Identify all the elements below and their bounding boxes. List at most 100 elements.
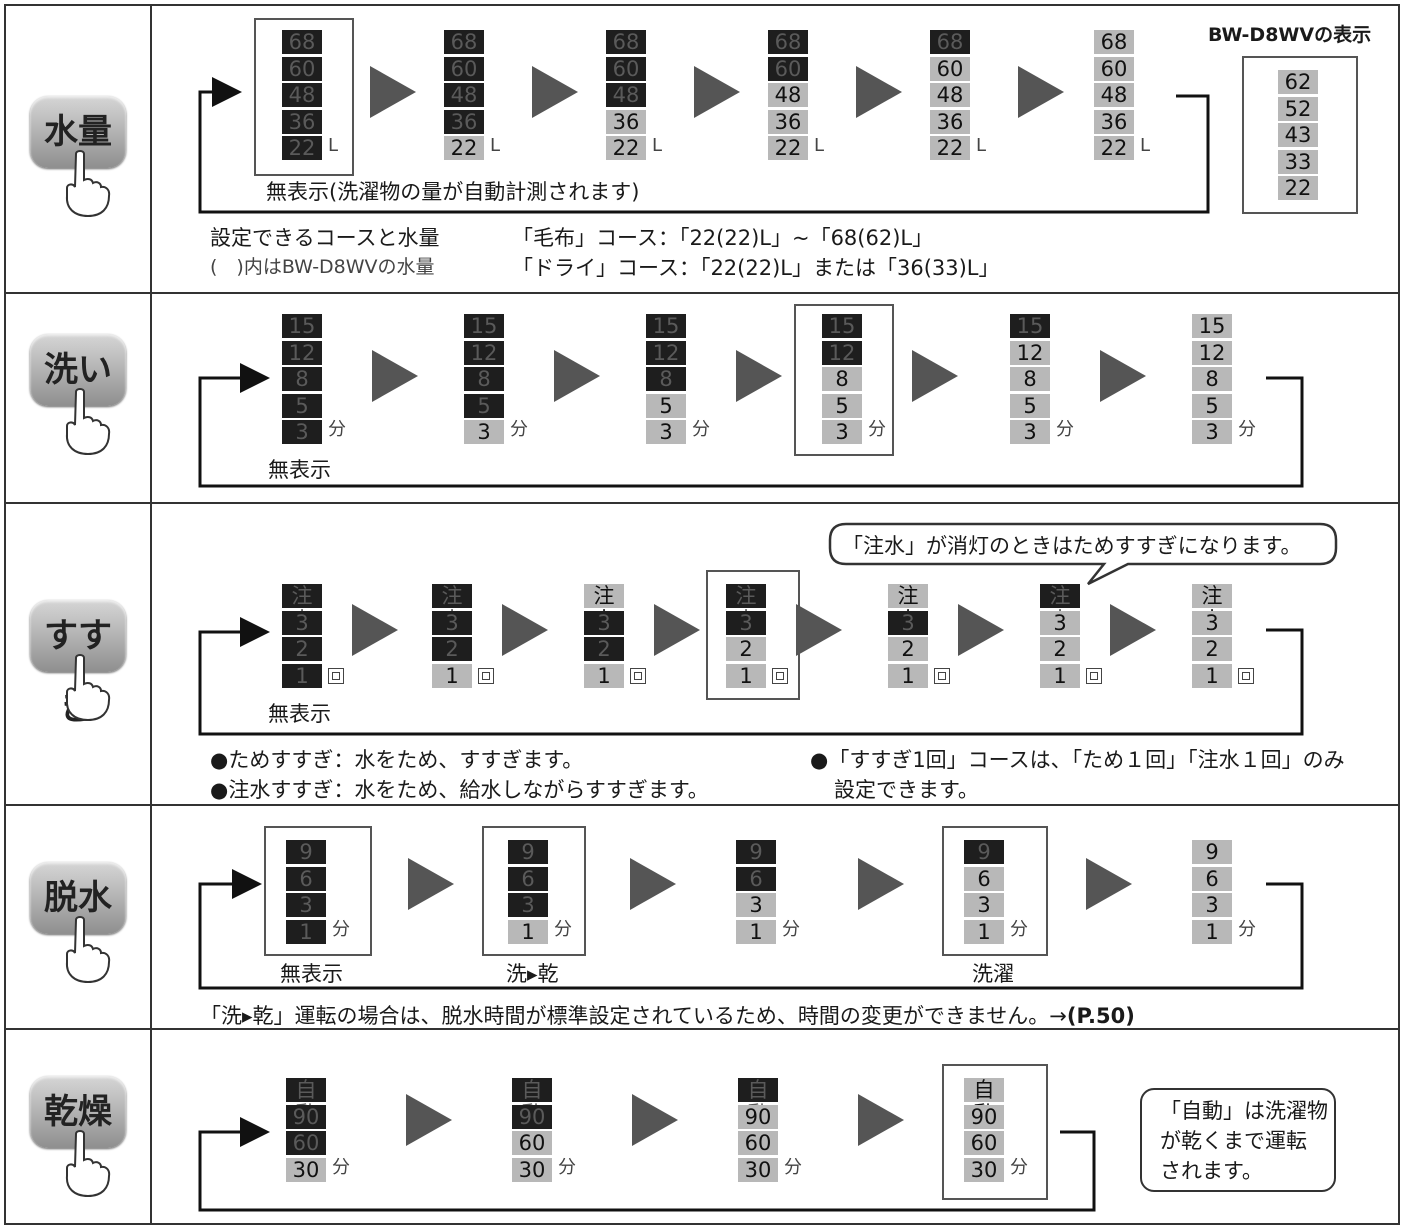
water-level-button[interactable]: 水量 [30, 96, 126, 168]
indicator-column: 注水321 [432, 584, 494, 690]
unit-label: 分 [1238, 419, 1256, 441]
indicator-cell: 1 [432, 663, 494, 688]
rinse-callout-text: 「注水」が消灯のときはためすすぎになります。 [842, 534, 1302, 558]
pointing-hand-icon [65, 1130, 111, 1198]
water-note-left-1: 設定できるコースと水量 [210, 226, 440, 250]
row-rinse [4, 504, 1400, 806]
next-arrow-icon [1110, 604, 1156, 656]
indicator-cell: 3 [286, 893, 326, 918]
highlight-box [942, 1064, 1048, 1200]
indicator-cell: 60 [930, 56, 970, 81]
unit-label: 分 [1010, 918, 1028, 940]
indicator-cell: 注水 [1192, 584, 1232, 632]
times-unit-icon [630, 667, 646, 684]
spin-button[interactable]: 脱水 [30, 862, 126, 934]
dry-button[interactable]: 乾燥 [30, 1076, 126, 1148]
indicator-cell: 自動 [738, 1078, 778, 1126]
wash-no-display-label: 無表示 [268, 458, 331, 482]
rinse-bullet-2: ●注水すすぎ：水をため、給水しながらすすぎます。 [210, 778, 709, 802]
indicator-cell: 1 [1040, 663, 1102, 688]
indicator-cell: 60 [512, 1131, 552, 1156]
unit-label: 分 [558, 1156, 576, 1178]
indicator-cell: 15 [646, 314, 686, 338]
unit-label: L [1140, 135, 1151, 157]
dry-button-label: 乾燥 [44, 1092, 112, 1132]
indicator-cell: 3 [508, 893, 548, 918]
indicator-column: 注水321 [888, 584, 950, 690]
indicator-cell: 8 [822, 367, 862, 392]
indicator-cell: 48 [282, 83, 322, 108]
wash-button[interactable]: 洗い [30, 334, 126, 406]
model-value-cell: 43 [1278, 123, 1318, 148]
water-note-left-2: ( )内はBW-D8WVの水量 [210, 256, 435, 278]
indicator-cell: 60 [444, 56, 484, 81]
indicator-cell: 90 [738, 1104, 778, 1129]
next-arrow-icon [736, 350, 782, 402]
indicator-cell: 3 [584, 610, 624, 635]
indicator-cell: 60 [606, 56, 646, 81]
dry-info-line-2: が乾くまで運転 [1160, 1129, 1307, 1153]
indicator-cell: 5 [282, 393, 322, 418]
indicator-cell: 注水 [282, 584, 322, 632]
indicator-cell: 60 [282, 56, 322, 81]
indicator-cell: 自動 [512, 1078, 552, 1126]
indicator-cell: 3 [726, 610, 766, 635]
highlight-box [254, 18, 354, 176]
unit-label: L [490, 135, 501, 157]
indicator-cell: 48 [1094, 83, 1134, 108]
unit-label: L [976, 135, 987, 157]
indicator-cell: 8 [282, 367, 322, 392]
indicator-cell: 1 [726, 663, 788, 688]
unit-label: L [652, 135, 663, 157]
indicator-cell: 1 [584, 663, 646, 688]
indicator-column: 注水321 [584, 584, 646, 690]
highlight-box [264, 826, 372, 956]
indicator-cell: 9 [1192, 840, 1232, 864]
dry-info-line-1: 「自動」は洗濯物 [1160, 1099, 1328, 1123]
indicator-cell: 2 [432, 637, 472, 662]
row-spin [4, 806, 1400, 1030]
indicator-cell: 2 [1192, 637, 1232, 662]
indicator-cell: 3 [888, 610, 928, 635]
indicator-cell: 90 [512, 1104, 552, 1129]
dry-info-bubble: 「自動」は洗濯物 が乾くまで運転 されます。 [1140, 1088, 1336, 1192]
water-note-right-2: 「ドライ」コース：「22(22)L」または「36(33)L」 [512, 256, 1000, 280]
indicator-cell: 12 [1010, 340, 1050, 365]
next-arrow-icon [372, 350, 418, 402]
spin-note-page-ref: (P.50) [1066, 1004, 1135, 1028]
unit-label: 分 [1056, 419, 1074, 441]
panel-frame [4, 4, 1400, 1225]
next-arrow-icon [1086, 858, 1132, 910]
indicator-column: 自動906030分 [512, 1078, 576, 1184]
model-value-cell: 22 [1278, 176, 1318, 201]
unit-label: 分 [784, 1156, 802, 1178]
indicator-cell: 自動 [964, 1078, 1004, 1126]
rinse-no-display-label: 無表示 [268, 702, 331, 726]
row-wash [4, 294, 1400, 504]
unit-label: 分 [782, 918, 800, 940]
indicator-cell: 3 [1192, 610, 1232, 635]
indicator-cell: 2 [584, 637, 624, 662]
wash-button-label: 洗い [44, 350, 112, 390]
next-arrow-icon [632, 1094, 678, 1146]
next-arrow-icon [654, 604, 700, 656]
indicator-cell: 5 [1192, 393, 1232, 418]
indicator-cell: 68 [606, 30, 646, 54]
next-arrow-icon [858, 1094, 904, 1146]
next-arrow-icon [796, 604, 842, 656]
indicator-cell: 注水 [888, 584, 928, 632]
